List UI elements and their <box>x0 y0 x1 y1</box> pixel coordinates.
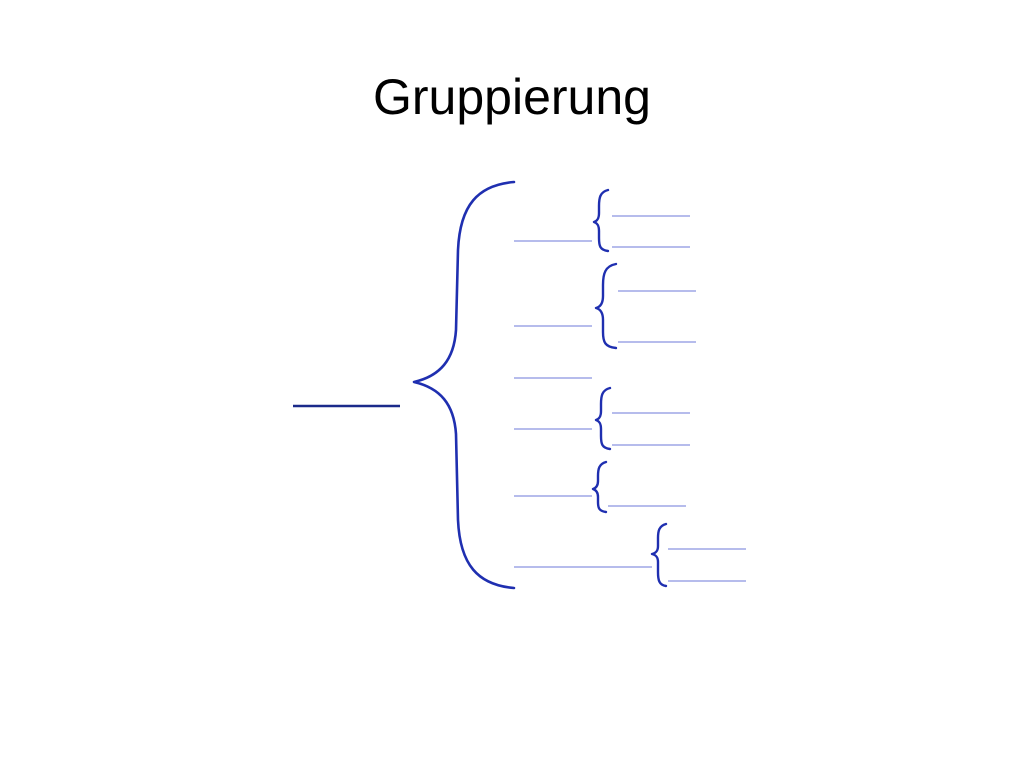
slide-title: Gruppierung <box>373 69 651 125</box>
sub-brace-4 <box>591 460 608 514</box>
sub-brace-1 <box>592 188 610 253</box>
sub-brace-5 <box>650 522 668 588</box>
main-brace <box>412 180 516 590</box>
sub-brace-2 <box>594 262 618 350</box>
sub-brace-3 <box>594 386 612 451</box>
